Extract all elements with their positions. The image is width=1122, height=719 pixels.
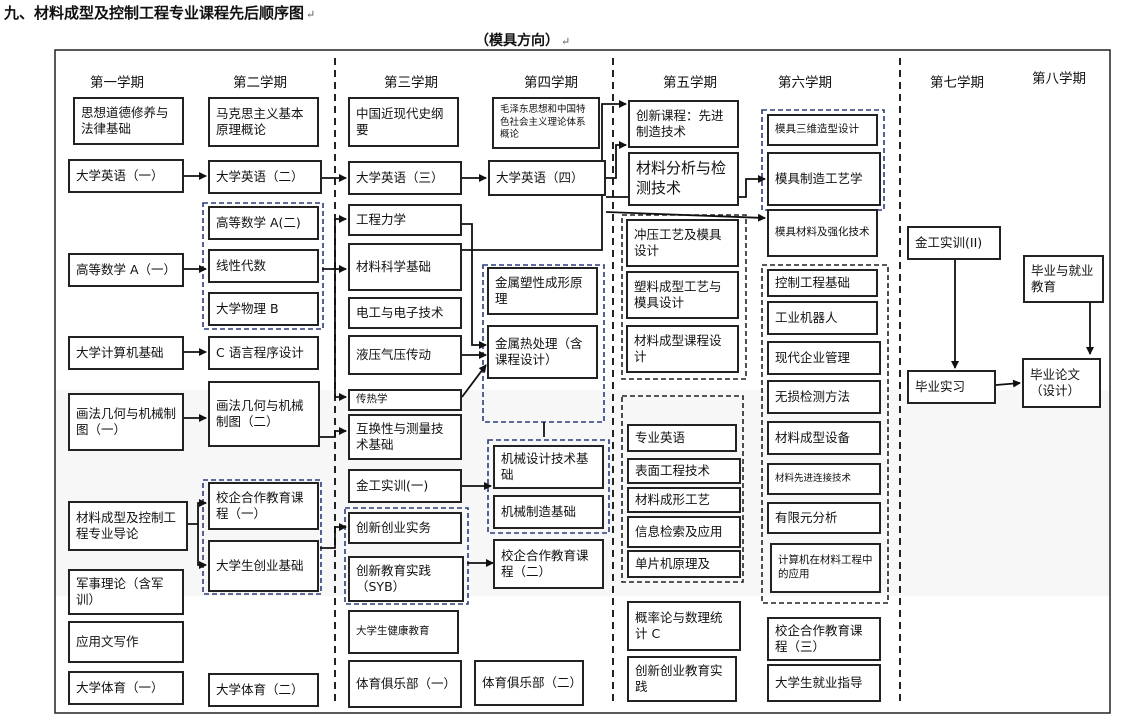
course-box: 体育俱乐部（一）	[348, 660, 462, 708]
page-subtitle: （模具方向）↵	[475, 33, 571, 49]
course-box: 材料先进连接技术	[767, 463, 881, 495]
course-box: 大学英语（一）	[68, 159, 184, 193]
course-box: 金工实训(II)	[907, 226, 1001, 260]
course-box: 模具制造工艺学	[767, 152, 881, 206]
course-box: 大学体育（一）	[68, 671, 184, 705]
course-box: 有限元分析	[767, 502, 881, 534]
course-box: 大学物理 B	[208, 292, 319, 326]
course-box: 思想道德修养与法律基础	[73, 97, 184, 145]
course-box: 单片机原理及	[627, 550, 741, 578]
course-box: 控制工程基础	[767, 269, 878, 297]
course-box: 大学英语（四）	[488, 160, 606, 196]
course-box: 金属热处理（含课程设计）	[487, 325, 598, 379]
course-box: 大学生创业基础	[208, 540, 319, 592]
course-box: 金工实训(一)	[348, 469, 462, 503]
course-box: 工业机器人	[767, 301, 878, 335]
course-box: 材料科学基础	[348, 243, 462, 291]
course-box: 专业英语	[627, 424, 737, 452]
course-box: 高等数学 A(二)	[208, 206, 319, 240]
course-box: 中国近现代史纲要	[348, 97, 459, 147]
course-box: 创新创业教育实践	[627, 656, 737, 702]
semester-8-header: 第八学期	[1032, 71, 1086, 87]
course-box: 模具三维造型设计	[767, 114, 878, 146]
course-box: 塑料成型工艺与模具设计	[626, 271, 739, 319]
course-box: 创新课程：先进制造技术	[628, 100, 739, 148]
course-box: 创新创业实务	[348, 512, 462, 544]
course-box: 现代企业管理	[767, 341, 881, 375]
course-box: 互换性与测量技术基础	[348, 414, 462, 460]
course-box: 创新教育实践（SYB）	[348, 556, 464, 602]
course-box: 线性代数	[208, 249, 319, 283]
course-box: 画法几何与机械制图（二）	[208, 381, 320, 447]
course-box: 画法几何与机械制图（一）	[68, 393, 184, 451]
course-box: 无损检测方法	[767, 380, 881, 414]
course-box: C 语言程序设计	[208, 336, 319, 370]
course-box: 电工与电子技术	[348, 297, 462, 329]
course-box: 传热学	[348, 389, 462, 411]
course-box: 大学计算机基础	[68, 336, 184, 370]
course-box: 高等数学 A（一）	[68, 253, 184, 287]
course-box: 冲压工艺及模具设计	[626, 219, 739, 267]
semester-4-header: 第四学期	[524, 75, 578, 91]
course-box: 应用文写作	[68, 621, 184, 663]
course-box: 毕业实习	[907, 370, 996, 404]
course-box: 校企合作教育课程（二）	[493, 539, 604, 589]
semester-5-header: 第五学期	[663, 75, 717, 91]
course-box: 校企合作教育课程（三）	[767, 617, 881, 661]
course-box: 大学英语（二）	[208, 160, 322, 194]
course-box: 材料分析与检测技术	[628, 152, 739, 206]
semester-1-header: 第一学期	[90, 75, 144, 91]
course-box: 毕业与就业教育	[1023, 255, 1104, 303]
outer-border	[54, 49, 1111, 714]
semester-7-header: 第七学期	[930, 75, 984, 91]
page-title: 九、材料成型及控制工程专业课程先后顺序图↵	[4, 4, 316, 22]
course-box: 体育俱乐部（二）	[474, 660, 584, 706]
semester-2-header: 第二学期	[233, 75, 287, 91]
course-box: 校企合作教育课程（一）	[208, 482, 319, 530]
course-box: 材料成形工艺	[627, 487, 741, 513]
course-box: 大学体育（二）	[208, 673, 319, 707]
course-box: 大学生就业指导	[767, 664, 881, 702]
course-box: 液压气压传动	[348, 335, 462, 375]
course-box: 材料成型设备	[767, 421, 881, 455]
course-box: 毛泽东思想和中国特色社会主义理论体系概论	[492, 97, 600, 149]
course-box: 毕业论文（设计）	[1022, 358, 1101, 408]
course-box: 表面工程技术	[627, 458, 741, 484]
course-box: 信息检索及应用	[627, 516, 741, 548]
course-box: 机械设计技术基础	[493, 445, 604, 489]
course-box: 军事理论（含军训）	[68, 569, 184, 615]
course-box: 模具材料及强化技术	[767, 209, 878, 257]
course-box: 金属塑性成形原理	[487, 267, 598, 315]
course-box: 机械制造基础	[493, 495, 604, 529]
semester-6-header: 第六学期	[778, 75, 832, 91]
course-box: 材料成型课程设计	[626, 325, 739, 373]
course-box: 概率论与数理统计 C	[627, 601, 741, 651]
course-box: 计算机在材料工程中的应用	[770, 543, 881, 593]
course-box: 材料成型及控制工程专业导论	[68, 501, 188, 551]
course-box: 大学英语（三）	[348, 161, 462, 195]
semester-3-header: 第三学期	[384, 75, 438, 91]
course-box: 马克思主义基本原理概论	[208, 97, 319, 147]
course-box: 大学生健康教育	[348, 610, 459, 654]
course-box: 工程力学	[348, 204, 462, 236]
